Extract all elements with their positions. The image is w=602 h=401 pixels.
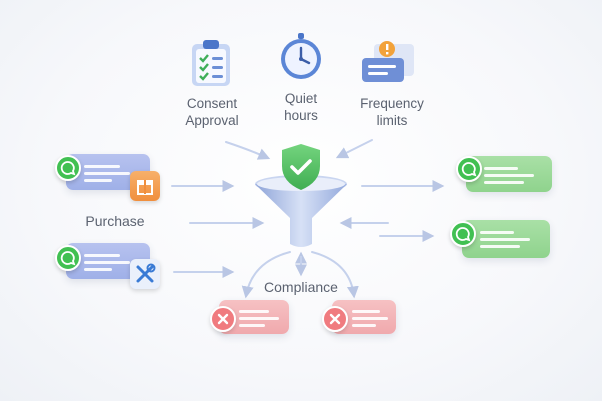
x-circle-icon <box>322 306 348 332</box>
frequency-limits-label: Frequency limits <box>352 95 432 129</box>
alert-card-icon <box>362 41 414 82</box>
quiet-hours-label: Quiet hours <box>266 90 336 124</box>
whatsapp-icon <box>55 155 81 181</box>
consent-label-line2: Approval <box>185 113 239 128</box>
wrench-screwdriver-icon <box>130 259 160 289</box>
whatsapp-icon <box>456 156 482 182</box>
funnel-icon <box>255 144 347 247</box>
gift-box-icon <box>130 171 160 201</box>
compliance-label: Compliance <box>264 279 338 295</box>
approved-message-card <box>462 220 550 258</box>
frequency-label-line2: limits <box>376 113 408 128</box>
clipboard-checklist-icon <box>192 40 230 86</box>
purchase-label: Purchase <box>85 213 145 229</box>
whatsapp-icon <box>450 221 476 247</box>
shield-check-icon <box>282 144 320 190</box>
quiet-label-line1: Quiet <box>284 91 318 106</box>
quiet-label-line2: hours <box>284 108 318 123</box>
whatsapp-icon <box>55 245 81 271</box>
x-circle-icon <box>210 306 236 332</box>
consent-label-line1: Consent <box>186 96 238 111</box>
clock-icon <box>281 33 321 79</box>
frequency-label-line1: Frequency <box>360 96 424 111</box>
consent-approval-label: Consent Approval <box>176 95 248 129</box>
